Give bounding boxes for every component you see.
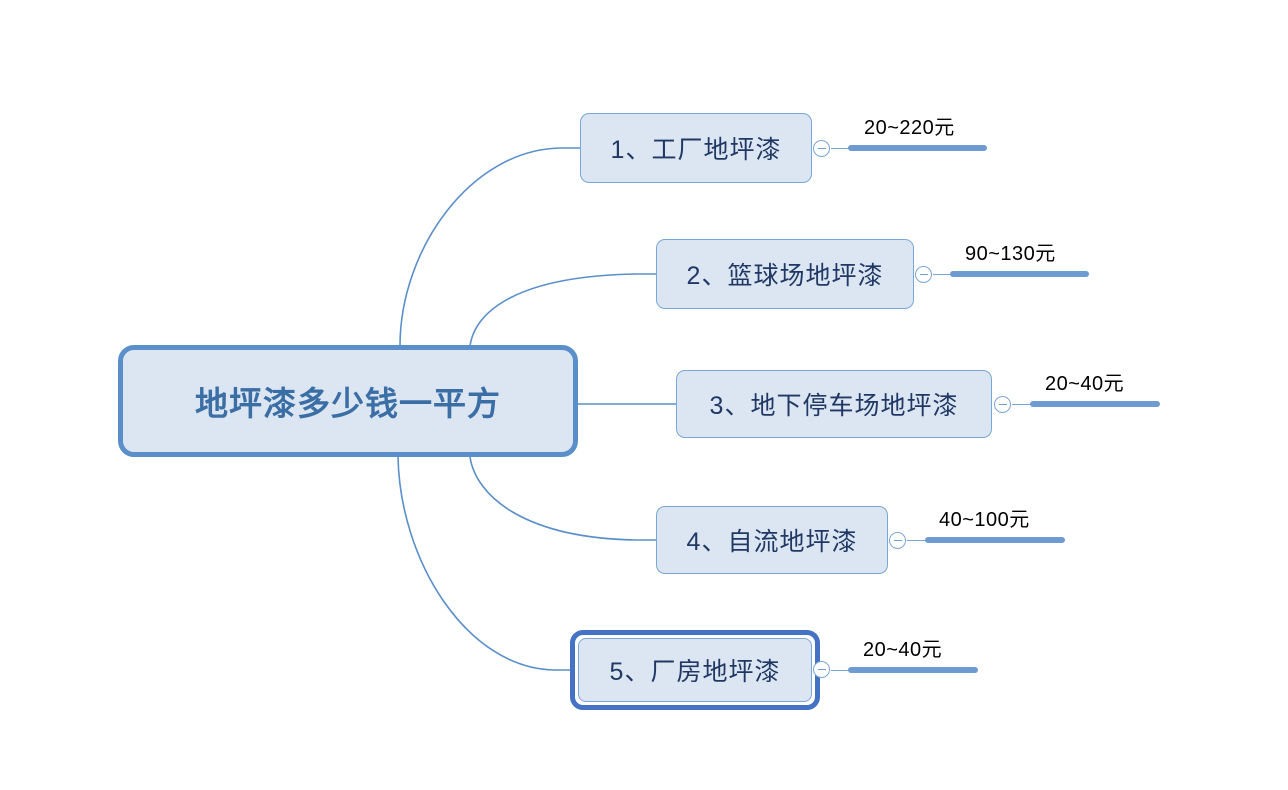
price-bar-3 — [1030, 401, 1160, 407]
branch-node-4[interactable]: 4、自流地坪漆 — [656, 506, 888, 574]
branch-node-5[interactable]: 5、厂房地坪漆 — [570, 630, 820, 710]
price-label-4: 40~100元 — [939, 509, 1030, 531]
branch-node-1-label: 1、工厂地坪漆 — [610, 136, 782, 164]
connector-branch-4 — [469, 456, 656, 541]
branch-node-3-label: 3、地下停车场地坪漆 — [709, 392, 959, 420]
connector-branch-5 — [397, 456, 574, 671]
branch-node-2-label: 2、篮球场地坪漆 — [686, 262, 884, 290]
branch-node-2[interactable]: 2、篮球场地坪漆 — [656, 239, 914, 309]
minus-glyph — [817, 668, 826, 671]
minus-circle-icon[interactable] — [813, 661, 830, 678]
root-node-label: 地坪漆多少钱一平方 — [195, 385, 501, 422]
minus-circle-icon[interactable] — [813, 140, 830, 157]
price-label-5: 20~40元 — [863, 639, 943, 661]
branch-node-5-label: 5、厂房地坪漆 — [609, 658, 781, 686]
connector-branch-2 — [469, 273, 656, 347]
price-branch-3: 20~40元 — [1012, 373, 1160, 407]
connector-branch-1 — [399, 147, 580, 347]
price-stub-3 — [1012, 404, 1032, 406]
price-stub-5 — [831, 670, 849, 672]
price-label-3: 20~40元 — [1045, 373, 1125, 395]
minus-circle-icon[interactable] — [915, 266, 932, 283]
price-label-1: 20~220元 — [864, 117, 955, 139]
branch-node-5-inner: 5、厂房地坪漆 — [578, 638, 812, 702]
branch-node-4-label: 4、自流地坪漆 — [686, 528, 858, 556]
minus-glyph — [893, 539, 902, 542]
price-bar-2 — [950, 271, 1089, 277]
price-branch-2: 90~130元 — [933, 243, 1093, 277]
branch-node-1[interactable]: 1、工厂地坪漆 — [580, 113, 812, 183]
minus-glyph — [998, 403, 1007, 406]
price-stub-4 — [907, 540, 927, 542]
price-bar-1 — [848, 145, 987, 151]
price-bar-5 — [848, 667, 978, 673]
root-node[interactable]: 地坪漆多少钱一平方 — [118, 345, 578, 457]
price-bar-4 — [925, 537, 1065, 543]
price-branch-5: 20~40元 — [831, 639, 981, 673]
price-stub-1 — [831, 148, 849, 150]
minus-circle-icon[interactable] — [994, 396, 1011, 413]
branch-node-3[interactable]: 3、地下停车场地坪漆 — [676, 370, 992, 438]
minus-glyph — [919, 273, 928, 276]
price-branch-1: 20~220元 — [831, 117, 991, 151]
minus-glyph — [817, 147, 826, 150]
minus-circle-icon[interactable] — [889, 532, 906, 549]
price-branch-4: 40~100元 — [907, 509, 1065, 543]
price-stub-2 — [933, 274, 951, 276]
price-label-2: 90~130元 — [965, 243, 1056, 265]
